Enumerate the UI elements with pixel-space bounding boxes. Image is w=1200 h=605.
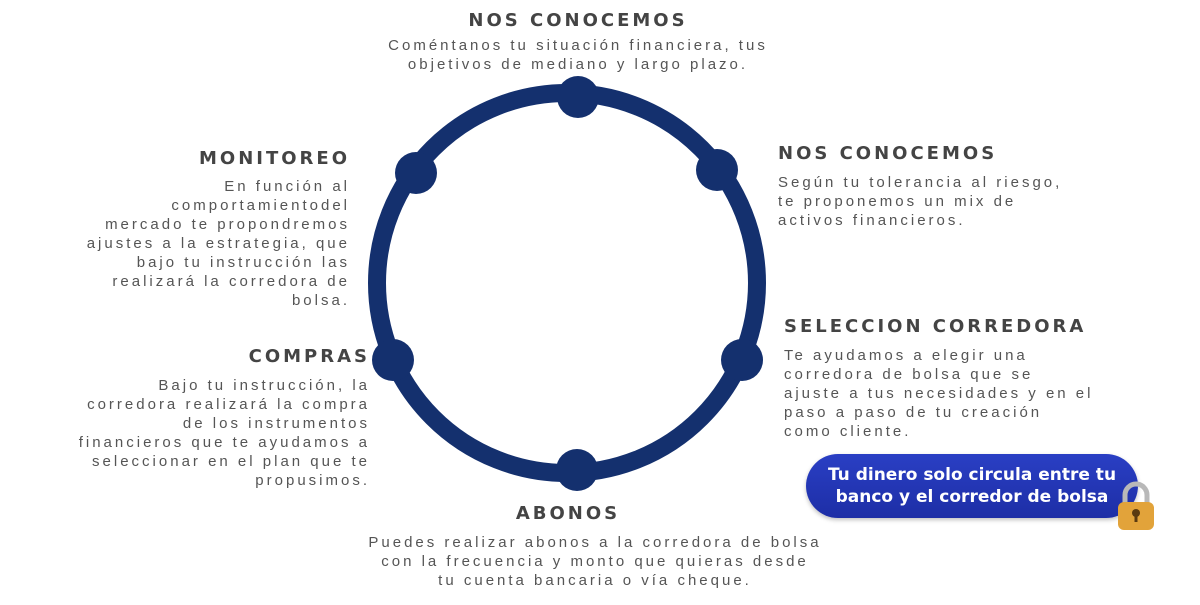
step-description: Bajo tu instrucción, la corredora realiz… [78,377,370,489]
step-title: NOS CONOCEMOS [778,143,998,164]
step-title: COMPRAS [248,346,370,367]
node-nos-conocemos-2 [696,149,738,191]
step-description: Según tu tolerancia al riesgo, te propon… [778,174,1063,229]
info-badge: Tu dinero solo circula entre tu banco y … [806,454,1138,518]
lock-icon [1118,481,1154,530]
node-monitoreo [395,152,437,194]
cycle-circle [368,84,766,482]
node-abonos [556,449,598,491]
step-description: Puedes realizar abonos a la corredora de… [368,534,822,589]
node-compras [372,339,414,381]
step-title: MONITOREO [198,148,350,169]
node-nos-conocemos-1 [557,76,599,118]
step-description: Te ayudamos a elegir una corredora de bo… [784,347,1094,440]
step-title: ABONOS [515,503,621,524]
step-description: En función al comportamientodel mercado … [86,178,350,309]
step-title: NOS CONOCEMOS [468,10,688,31]
step-title: SELECCION CORREDORA [784,316,1087,337]
step-description: Coméntanos tu situación financiera, tus … [388,37,768,73]
node-seleccion-corredora [721,339,763,381]
